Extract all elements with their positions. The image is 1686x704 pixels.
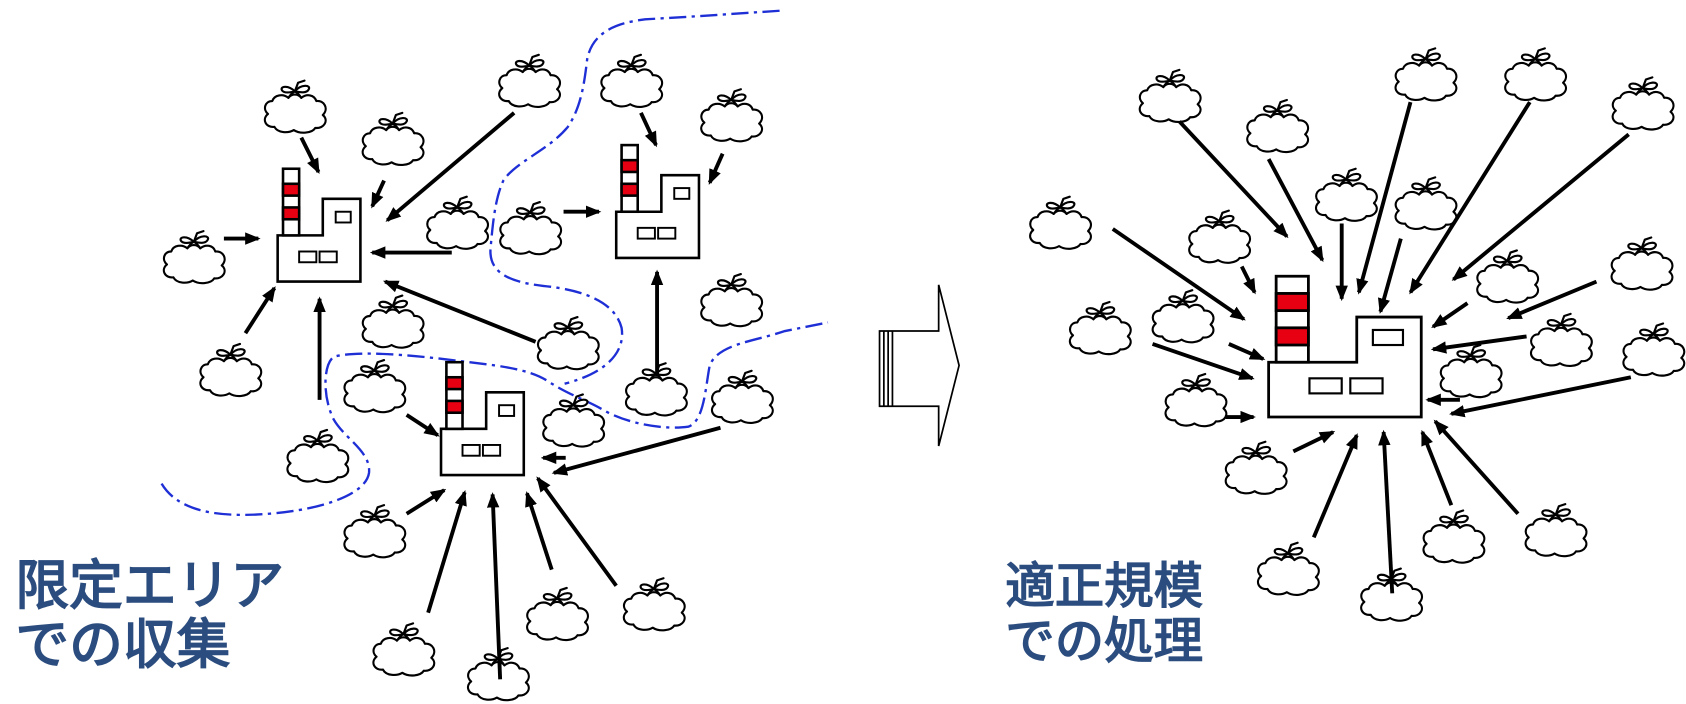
arrow-icon — [1178, 120, 1289, 239]
arrow-icon — [243, 286, 277, 335]
arrow-icon — [1377, 238, 1403, 314]
arrow-icon — [1420, 429, 1454, 506]
left-caption-line-2: での収集 — [15, 613, 230, 676]
arrow-icon — [1240, 265, 1257, 295]
arrow-icon — [707, 152, 725, 185]
incinerator-factory-icon — [614, 143, 701, 260]
incinerator-factory-icon — [1267, 274, 1423, 419]
collection-area-boundaries — [160, 9, 829, 517]
arrow-icon — [1433, 419, 1520, 516]
garbage-bag-icon — [542, 393, 606, 448]
arrow-icon — [370, 179, 386, 209]
boundary-line — [160, 321, 829, 517]
arrow-icon — [1506, 279, 1598, 320]
garbage-bag-icon — [1529, 312, 1593, 368]
garbage-bag-icon — [600, 53, 664, 108]
arrow-icon — [1356, 101, 1413, 295]
arrow-icon — [385, 111, 516, 222]
arrow-icon — [1430, 334, 1527, 354]
arrow-icon — [405, 413, 440, 437]
garbage-bag-icon — [1394, 176, 1458, 231]
boundary-line — [489, 9, 780, 385]
arrow-icon — [1311, 433, 1359, 539]
arrow-icon — [1431, 301, 1469, 329]
garbage-bag-icon — [1029, 195, 1093, 250]
arrow-icon — [1111, 227, 1246, 321]
garbage-bag-icon — [1314, 167, 1378, 222]
garbage-bag-icon — [710, 369, 774, 424]
garbage-bag-icon — [1476, 249, 1540, 304]
garbage-bag-icon — [700, 88, 764, 143]
right-caption-line-1: 適正規模 — [1005, 557, 1203, 615]
garbage-bag-icon — [286, 428, 350, 484]
garbage-bag-icon — [1246, 98, 1310, 154]
arrow-icon — [1228, 342, 1266, 361]
left-factories — [276, 143, 701, 477]
garbage-bag-icon — [1224, 440, 1288, 495]
arrow-icon — [405, 488, 447, 516]
garbage-bag-icon — [162, 230, 226, 285]
garbage-bag-icon — [199, 342, 263, 398]
arrow-icon — [1266, 158, 1325, 263]
arrow-icon — [1449, 375, 1632, 418]
arrow-icon — [486, 492, 503, 680]
right-collection-arrows — [1111, 101, 1632, 594]
arrow-icon — [1151, 342, 1255, 381]
arrow-icon — [639, 112, 658, 148]
garbage-bag-icon — [1138, 68, 1202, 124]
arrow-icon — [1378, 429, 1395, 594]
garbage-bag-icon — [1394, 47, 1458, 102]
left-caption-line-1: 限定エリア — [15, 554, 284, 617]
garbage-bag-icon — [1439, 343, 1503, 399]
incinerator-factory-icon — [439, 360, 526, 477]
hollow-right-arrow-icon — [878, 284, 960, 447]
right-caption-line-2: での処理 — [1005, 612, 1203, 670]
garbage-bag-icon — [1610, 236, 1674, 291]
garbage-bag-icon — [372, 622, 436, 677]
garbage-bag-icon — [1068, 300, 1132, 356]
arrow-icon — [551, 425, 721, 476]
garbage-bag-icon — [1504, 47, 1568, 102]
garbage-bag-icon — [263, 79, 327, 134]
garbage-bag-icon — [1622, 322, 1686, 377]
garbage-bag-icon — [426, 195, 490, 250]
arrow-icon — [1292, 430, 1336, 454]
garbage-bag-icon — [1256, 541, 1320, 596]
garbage-bag-icon — [1524, 503, 1588, 558]
arrow-icon — [1451, 132, 1630, 281]
garbage-bag-icon — [1151, 289, 1215, 344]
garbage-bag-icon — [1188, 209, 1252, 264]
garbage-bag-icon — [526, 586, 589, 642]
arrow-icon — [426, 490, 467, 614]
garbage-bag-icon — [1422, 509, 1486, 564]
arrow-icon — [525, 491, 554, 571]
garbage-bag-icon — [622, 577, 686, 632]
garbage-bag-icon — [1611, 76, 1675, 131]
arrow-icon — [382, 279, 537, 344]
arrow-icon — [1408, 101, 1532, 295]
arrow-icon — [299, 136, 321, 175]
garbage-bag-icon — [343, 504, 407, 559]
garbage-bag-icon — [343, 358, 407, 414]
garbage-bag-icon — [361, 111, 425, 167]
right-panel: 適正規模 での処理 — [1005, 47, 1686, 670]
left-panel: 限定エリア での収集 — [15, 9, 829, 702]
garbage-bag-icon — [536, 315, 600, 371]
incinerator-factory-icon — [276, 167, 362, 283]
left-collection-arrows — [223, 111, 725, 680]
garbage-bag-icon — [498, 53, 562, 108]
garbage-bag-icon — [1164, 372, 1228, 428]
garbage-bag-icon — [499, 200, 563, 256]
garbage-bag-icon — [700, 273, 764, 328]
arrow-icon — [536, 476, 618, 587]
garbage-bag-icon — [361, 294, 425, 349]
